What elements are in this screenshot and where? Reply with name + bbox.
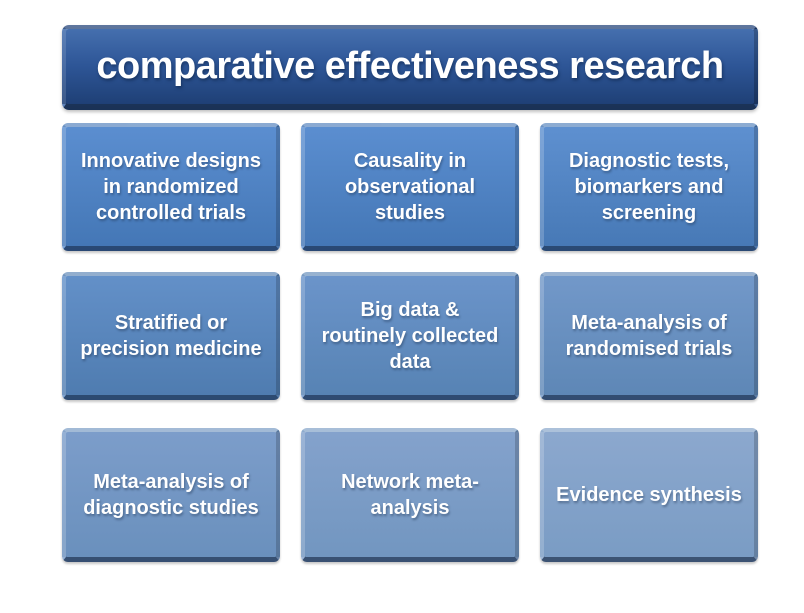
topic-box-label: Diagnostic tests, biomarkers and screeni… xyxy=(568,149,730,224)
topic-box-stratified-medicine: Stratified or precision medicine xyxy=(62,272,280,400)
topic-box-meta-analysis-randomised: Meta-analysis of randomised trials xyxy=(540,272,758,400)
page-title: comparative effectiveness research xyxy=(96,45,724,87)
topic-box-label: Causality in observational studies xyxy=(344,149,476,224)
topic-box-evidence-synthesis: Evidence synthesis xyxy=(540,428,758,562)
title-banner: comparative effectiveness research xyxy=(62,25,758,110)
topic-box-label: Meta-analysis of diagnostic studies xyxy=(83,470,259,519)
topic-box-causality: Causality in observational studies xyxy=(301,123,519,251)
topic-box-network-meta-analysis: Network meta- analysis xyxy=(301,428,519,562)
topic-box-innovative-designs: Innovative designs in randomized control… xyxy=(62,123,280,251)
topic-box-label: Network meta- analysis xyxy=(341,470,479,519)
topic-box-label: Meta-analysis of randomised trials xyxy=(565,311,733,360)
topic-box-big-data: Big data & routinely collected data xyxy=(301,272,519,400)
topic-box-meta-analysis-diagnostic: Meta-analysis of diagnostic studies xyxy=(62,428,280,562)
topic-grid: Innovative designs in randomized control… xyxy=(62,123,758,562)
topic-box-label: Evidence synthesis xyxy=(556,483,742,506)
topic-box-diagnostic-tests: Diagnostic tests, biomarkers and screeni… xyxy=(540,123,758,251)
topic-box-label: Stratified or precision medicine xyxy=(80,311,262,360)
topic-box-label: Innovative designs in randomized control… xyxy=(80,149,262,224)
topic-box-label: Big data & routinely collected data xyxy=(321,298,499,373)
